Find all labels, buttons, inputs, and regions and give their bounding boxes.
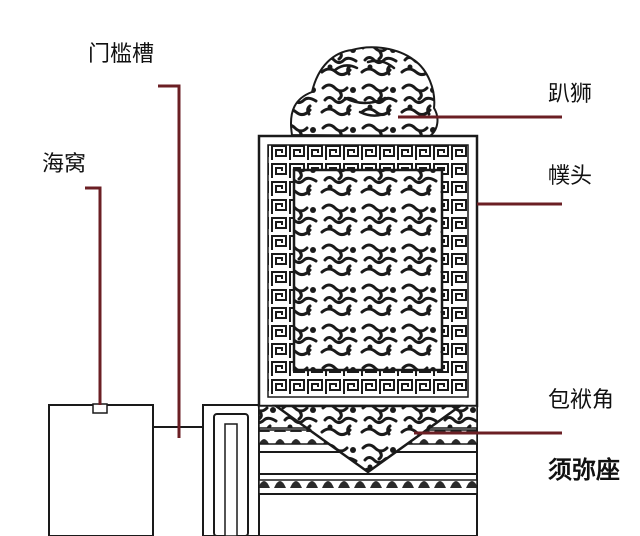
label-pashi: 趴狮 — [548, 82, 593, 107]
baofujiao-cloth-corner — [272, 404, 464, 474]
label-haiwo: 海窝 — [42, 152, 87, 177]
leader-lines — [85, 84, 562, 438]
crouching-lion-carving — [290, 46, 439, 138]
door-slot-post — [202, 404, 260, 536]
putou-block — [257, 134, 479, 408]
label-menkancao: 门槛槽 — [88, 42, 155, 67]
haiwo-socket — [92, 403, 108, 414]
label-baofujiao: 包袱角 — [548, 388, 615, 413]
leader-line-menkancao — [158, 84, 181, 438]
xumizuo-base — [258, 404, 478, 536]
leader-line-haiwo — [85, 186, 102, 405]
label-putou: 幞头 — [548, 164, 593, 189]
label-xumizuo: 须弥座 — [548, 456, 620, 484]
